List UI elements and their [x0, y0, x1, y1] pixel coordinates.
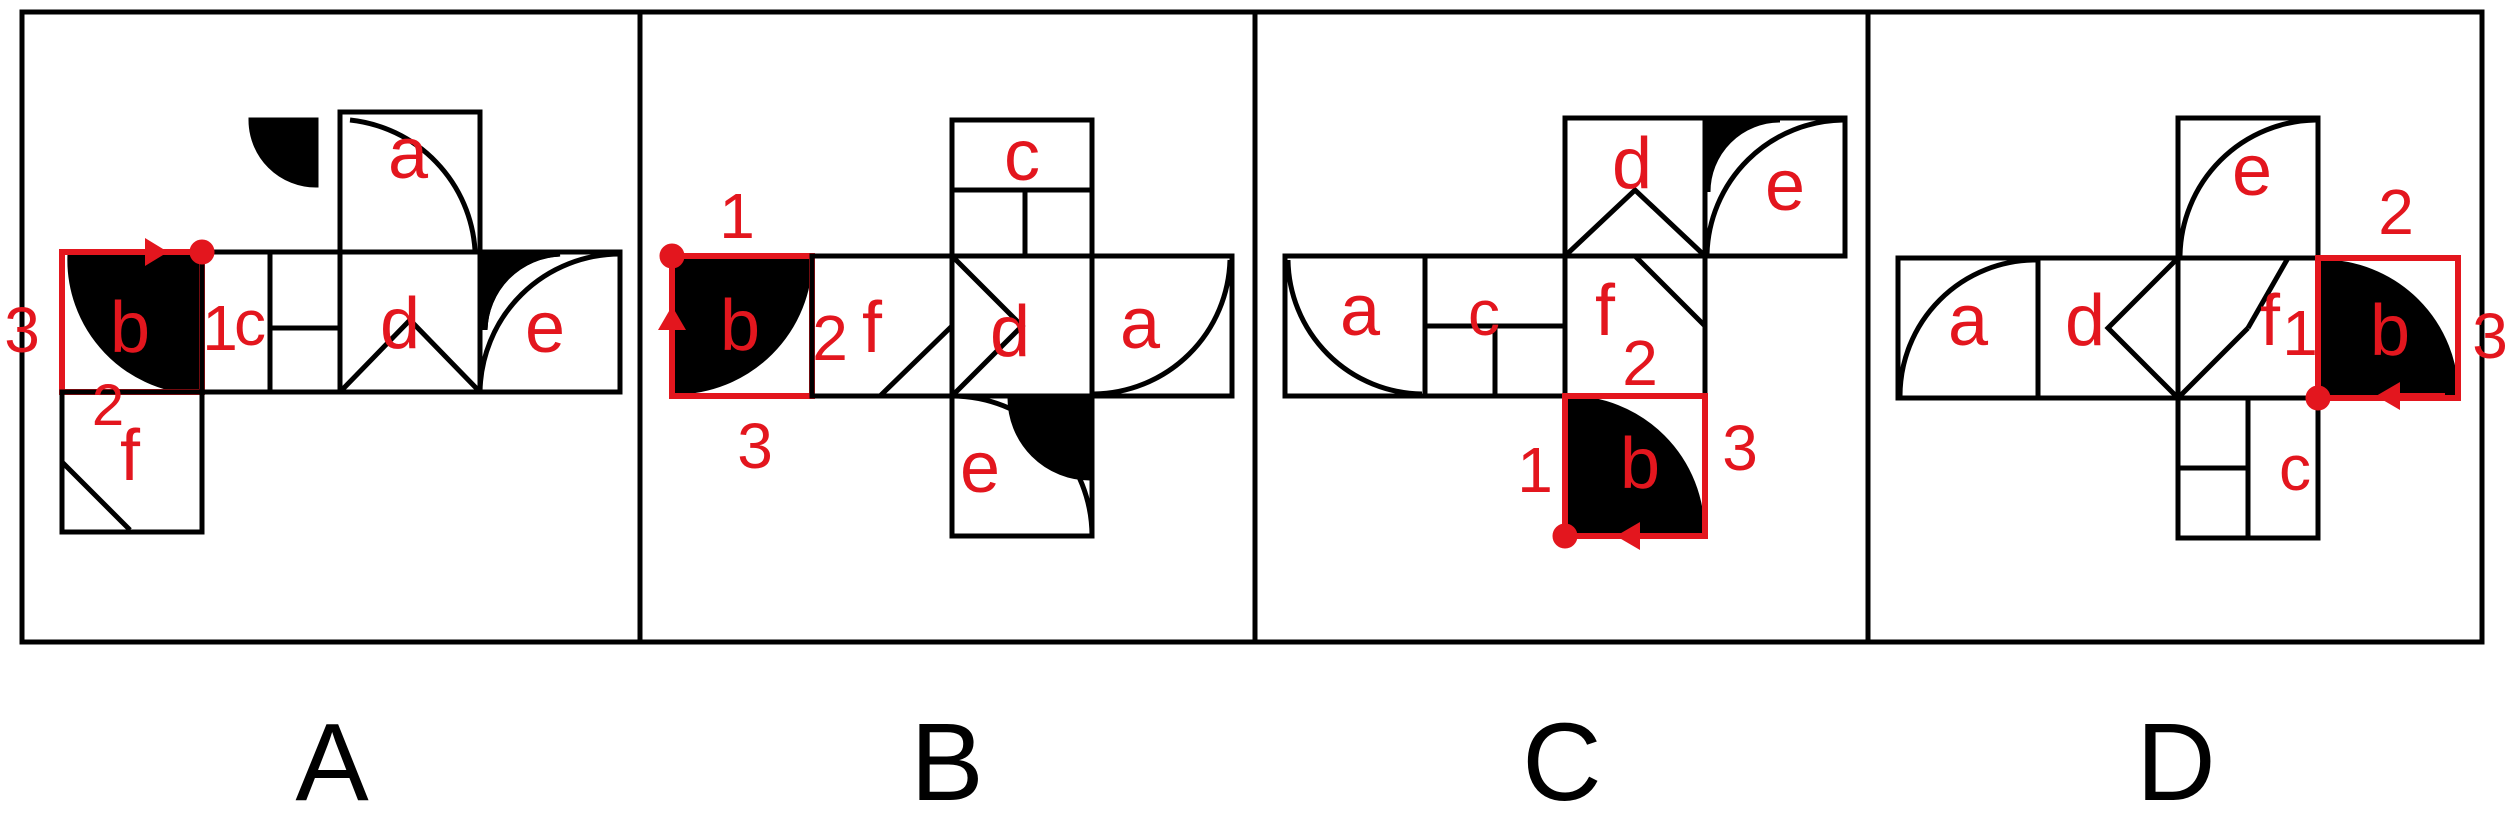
face-b	[1562, 393, 1708, 539]
option-label-d: D	[2136, 701, 2215, 822]
vertex-dot	[189, 239, 215, 265]
option-b-net	[669, 117, 1235, 539]
option-b-labels: c b f d a e 1 2 3	[719, 116, 1161, 508]
figure-frame	[19, 9, 2485, 645]
face-label-d: d	[1612, 124, 1652, 204]
edge-label-2: 2	[812, 302, 848, 374]
option-b-marks	[658, 243, 686, 380]
face-label-c: c	[234, 287, 266, 359]
face-f	[59, 389, 205, 535]
option-a-labels: a b c d e f 1 2 3	[4, 114, 565, 496]
vertex-dot	[2305, 385, 2331, 411]
face-label-b: b	[2370, 291, 2410, 371]
face-label-f: f	[1595, 271, 1616, 351]
edge-label-1: 1	[719, 180, 755, 252]
option-c-marks	[1552, 522, 1690, 550]
face-label-d: d	[990, 292, 1030, 372]
option-c-net	[1282, 115, 1848, 539]
face-label-b: b	[720, 286, 760, 366]
option-label-a: A	[295, 701, 369, 822]
edge-label-2: 2	[1622, 327, 1658, 399]
face-label-f: f	[2260, 281, 2281, 361]
outer-border	[19, 9, 2485, 645]
arrowhead-icon	[1616, 522, 1640, 550]
face-e	[949, 393, 1095, 539]
face-label-a: a	[1340, 271, 1381, 351]
edge-label-3: 3	[2472, 300, 2508, 372]
face-e	[248, 115, 2321, 261]
option-label-c: C	[1522, 701, 1601, 822]
face-b	[669, 253, 815, 399]
edge-label-3: 3	[737, 410, 773, 482]
face-label-e: e	[960, 428, 1000, 508]
option-d-marks	[2305, 382, 2445, 411]
face-label-a: a	[1120, 284, 1161, 364]
face-e	[1702, 115, 1848, 259]
face-a	[1089, 253, 1235, 399]
face-label-e: e	[1765, 146, 1805, 226]
face-d	[2035, 255, 2181, 401]
edge-label-2: 2	[92, 373, 124, 438]
face-label-f: f	[120, 416, 141, 496]
arrowhead-icon	[2376, 382, 2400, 410]
option-label-b: B	[910, 701, 983, 822]
face-label-b: b	[1620, 424, 1660, 504]
arrowhead-icon	[145, 238, 168, 266]
face-label-c: c	[1004, 116, 1040, 196]
vertex-dot	[659, 243, 685, 269]
face-e	[477, 249, 623, 395]
face-label-c: c	[1468, 277, 1500, 349]
option-a-marks	[80, 238, 215, 266]
arrowhead-icon	[658, 306, 686, 330]
edge-label-3: 3	[4, 294, 40, 366]
edge-label-1: 1	[202, 292, 238, 364]
face-label-d: d	[2065, 281, 2105, 361]
edge-label-2: 2	[2378, 176, 2414, 248]
vertex-dot	[1552, 523, 1578, 549]
face-label-d: d	[380, 284, 420, 364]
face-label-f: f	[862, 288, 883, 368]
option-letters: A B C D	[295, 701, 2215, 822]
face-c	[2175, 395, 2321, 541]
edge-label-1: 1	[2282, 297, 2318, 369]
option-c-labels: d e a c f b 1 2 3	[1340, 124, 1805, 506]
face-label-e: e	[525, 288, 565, 368]
face-label-a: a	[1948, 281, 1989, 361]
edge-label-3: 3	[1722, 412, 1758, 484]
face-label-a: a	[388, 114, 429, 194]
option-d-labels: e a d f b c 1 2 3	[1948, 131, 2508, 504]
face-label-e: e	[2232, 131, 2272, 211]
face-label-b: b	[110, 288, 150, 368]
edge-label-1: 1	[1517, 434, 1553, 506]
face-label-c: c	[2279, 432, 2311, 504]
